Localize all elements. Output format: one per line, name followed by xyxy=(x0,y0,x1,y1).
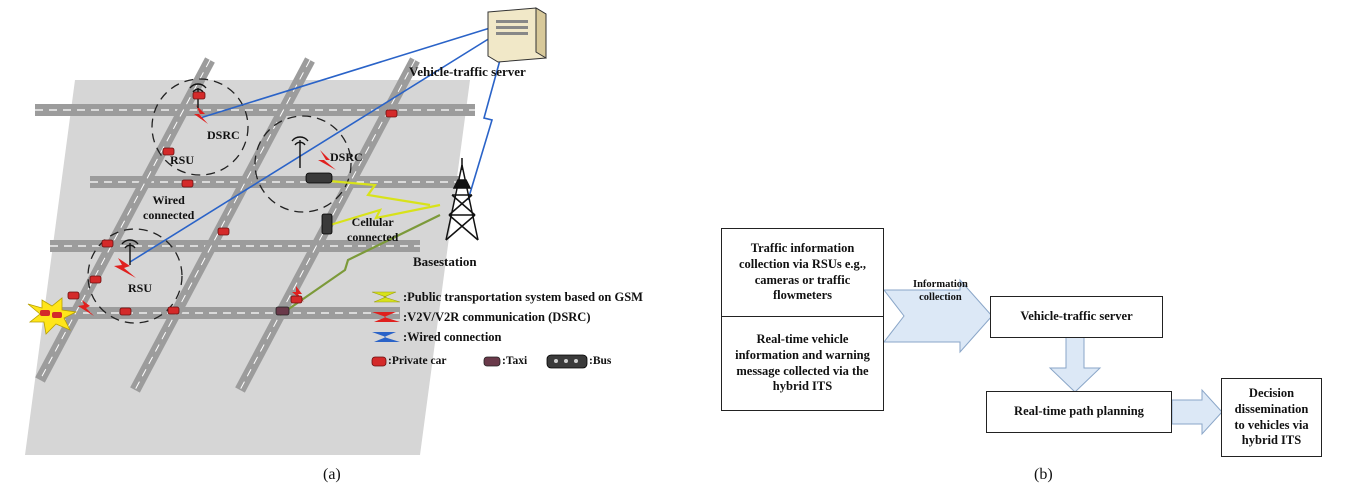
realtime-vehicle-info-box: Real-time vehicle information and warnin… xyxy=(721,316,884,411)
legend-wired-text: :Wired connection xyxy=(403,330,502,344)
cellular-links xyxy=(279,178,441,316)
information-collection-label: Information collection xyxy=(913,279,968,303)
dsrc-label-middle: DSRC xyxy=(330,150,363,164)
rsu-label-top: RSU xyxy=(170,153,195,167)
information-collection-arrow xyxy=(882,278,993,354)
legend-dsrc-icon xyxy=(372,312,400,322)
arrow-right-to-decision xyxy=(1171,388,1223,436)
rsu-antenna-icon xyxy=(291,136,309,168)
basestation-label: Basestation xyxy=(413,254,477,269)
arrow-down-to-path-planning xyxy=(1048,336,1102,393)
taxi-icon xyxy=(275,306,290,316)
legend-bus-text: :Bus xyxy=(589,355,612,367)
legend-bus-icon xyxy=(546,354,588,369)
road-d-2 xyxy=(130,57,315,393)
coverage-circle-bottom xyxy=(87,228,183,324)
rsu-coverage-circles xyxy=(87,78,352,324)
road-h-4 xyxy=(55,307,400,319)
legend-private-car-icon xyxy=(371,356,387,367)
wired-connection-lines xyxy=(129,27,501,263)
flow-arrows xyxy=(882,278,1223,436)
realtime-path-planning-box: Real-time path planning xyxy=(986,391,1172,433)
wired-connected-label: Wired connected xyxy=(143,193,195,222)
ground-plane xyxy=(25,80,470,455)
legend-wired-icon xyxy=(372,332,400,342)
road-h-1 xyxy=(35,104,475,116)
dsrc-label-top: DSRC xyxy=(207,128,240,142)
private-cars xyxy=(67,91,398,316)
legend-dsrc-text: :V2V/V2R communication (DSRC) xyxy=(403,310,591,324)
server-label: Vehicle-traffic server xyxy=(409,64,526,79)
legend-gsm-text: :Public transportation system based on G… xyxy=(403,290,643,304)
rsu-label-bottom: RSU xyxy=(128,281,153,295)
rsu-antenna-icon xyxy=(121,239,139,265)
legend-private-car-text: :Private car xyxy=(388,355,447,367)
coverage-circle-top xyxy=(151,78,249,176)
legend-gsm-icon xyxy=(371,291,401,303)
accident-burst xyxy=(27,297,78,335)
basestation-tower-icon xyxy=(445,158,479,241)
caption-a: (a) xyxy=(323,466,341,483)
coverage-circle-middle xyxy=(254,115,352,213)
legend-taxi-text: :Taxi xyxy=(502,355,528,367)
traffic-info-collection-box: Traffic information collection via RSUs … xyxy=(721,228,884,317)
vehicle-traffic-server-box: Vehicle-traffic server xyxy=(990,296,1163,338)
bus-icons xyxy=(305,172,333,235)
legend-taxi-icon xyxy=(483,356,501,367)
caption-b: (b) xyxy=(1034,466,1053,483)
cellular-connected-label: Cellular connected xyxy=(347,215,399,244)
server-icon xyxy=(487,7,547,63)
decision-dissemination-box: Decision dissemination to vehicles via h… xyxy=(1221,378,1322,457)
